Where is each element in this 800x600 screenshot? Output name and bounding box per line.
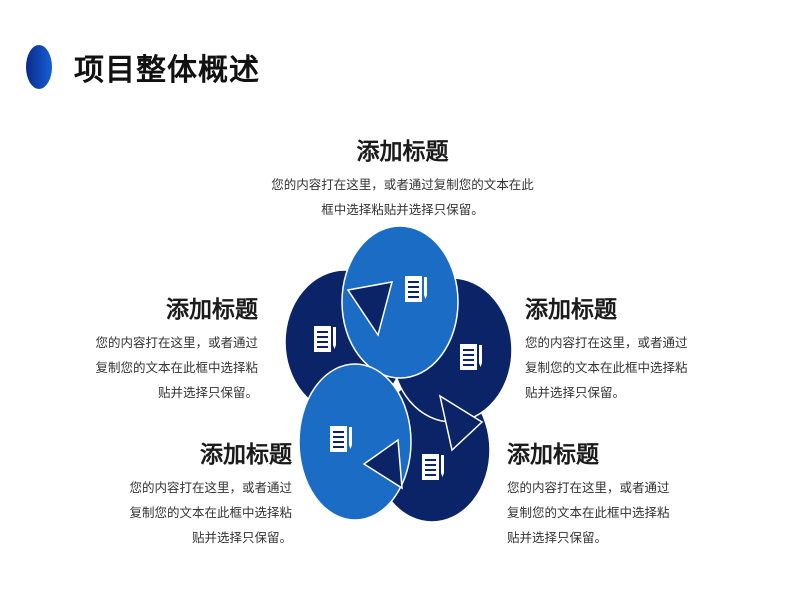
arrow-triangle-right xyxy=(438,394,484,452)
text-block-left: 添加标题 您的内容打在这里，或者通过复制您的文本在此框中选择粘贴并选择只保留。 xyxy=(88,290,258,405)
arrow-triangle-top xyxy=(346,281,394,337)
title-accent-mark xyxy=(26,45,52,89)
arrow-triangle-bottom xyxy=(362,438,403,490)
heading-top: 添加标题 xyxy=(356,139,449,165)
title-bar: 项目整体概述 xyxy=(26,42,260,92)
text-block-bottom-left: 添加标题 您的内容打在这里，或者通过复制您的文本在此框中选择粘贴并选择只保留。 xyxy=(120,435,292,550)
text-block-top: 添加标题 您的内容打在这里，或者通过复制您的文本在此框中选择粘贴并选择只保留。 xyxy=(270,132,535,222)
body-right: 您的内容打在这里，或者通过复制您的文本在此框中选择粘贴并选择只保留。 xyxy=(525,335,688,400)
body-left: 您的内容打在这里，或者通过复制您的文本在此框中选择粘贴并选择只保留。 xyxy=(95,335,258,400)
petal-bottom-left xyxy=(298,363,412,521)
heading-bottom-right: 添加标题 xyxy=(507,442,599,468)
page-title: 项目整体概述 xyxy=(74,53,260,88)
body-bottom-left: 您的内容打在这里，或者通过复制您的文本在此框中选择粘贴并选择只保留。 xyxy=(129,480,292,545)
body-bottom-right: 您的内容打在这里，或者通过复制您的文本在此框中选择粘贴并选择只保留。 xyxy=(507,480,670,545)
text-block-bottom-right: 添加标题 您的内容打在这里，或者通过复制您的文本在此框中选择粘贴并选择只保留。 xyxy=(507,435,679,550)
petal-top xyxy=(341,225,459,379)
heading-bottom-left: 添加标题 xyxy=(200,442,292,468)
heading-right: 添加标题 xyxy=(525,297,617,323)
body-top: 您的内容打在这里，或者通过复制您的文本在此框中选择粘贴并选择只保留。 xyxy=(271,177,534,217)
heading-left: 添加标题 xyxy=(166,297,258,323)
text-block-right: 添加标题 您的内容打在这里，或者通过复制您的文本在此框中选择粘贴并选择只保留。 xyxy=(525,290,695,405)
